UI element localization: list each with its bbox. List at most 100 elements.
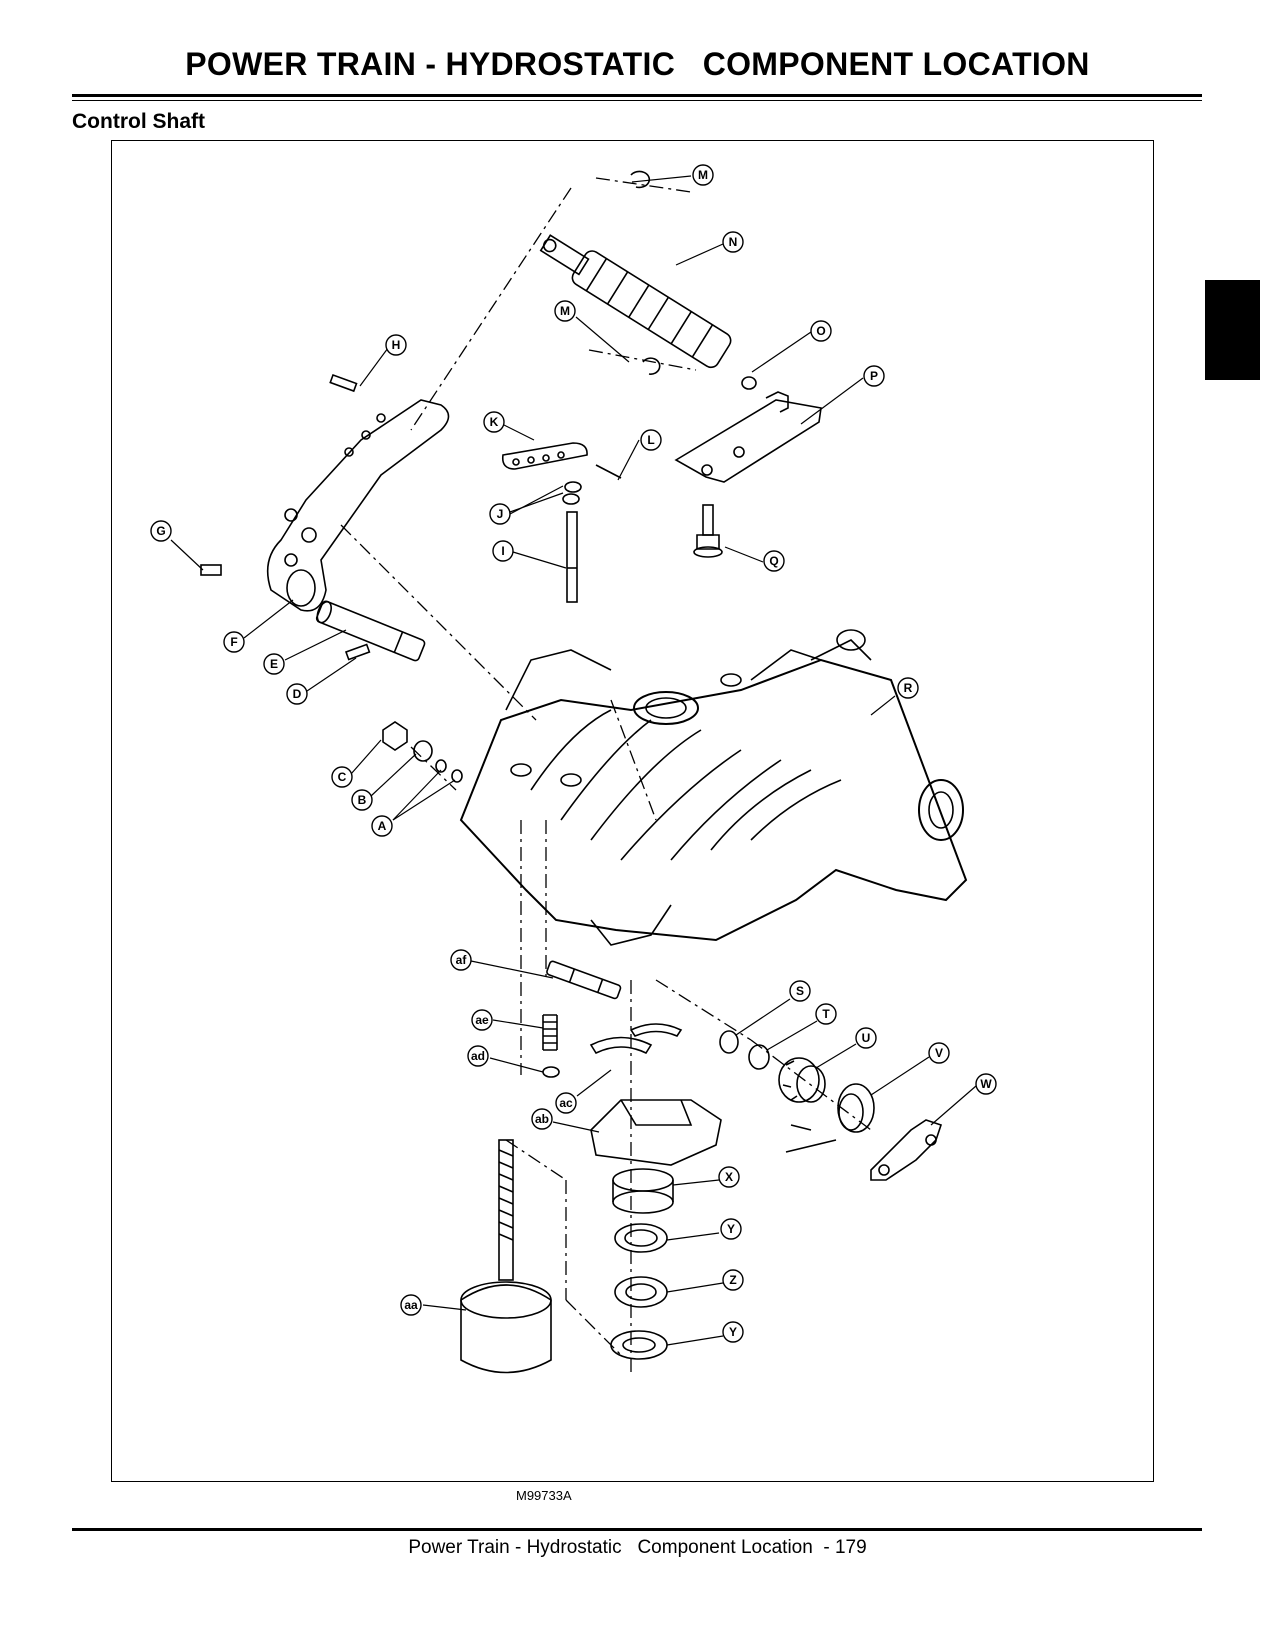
lever-w [870, 1119, 943, 1181]
callout-n: N [722, 231, 744, 253]
svg-text:F: F [230, 635, 237, 649]
callout-w: W [975, 1073, 997, 1095]
washer-b [413, 740, 433, 762]
bolt-q [693, 504, 723, 558]
callout-u: U [855, 1027, 877, 1049]
section-heading: Control Shaft [72, 110, 205, 133]
svg-text:A: A [378, 819, 387, 833]
pin-g [200, 564, 222, 576]
swashplate-ab [590, 1099, 722, 1166]
svg-text:B: B [358, 793, 367, 807]
callout-x: X [718, 1166, 740, 1188]
callout-t: T [815, 1003, 837, 1025]
thrust-bearing-z [614, 1276, 668, 1308]
gear-u [778, 1057, 826, 1103]
svg-text:aa: aa [404, 1298, 418, 1312]
svg-text:ab: ab [535, 1112, 549, 1126]
callout-j: J [489, 503, 511, 525]
o-ring-j1 [564, 481, 582, 493]
svg-text:ae: ae [475, 1013, 489, 1027]
nut-c [382, 721, 408, 751]
washer-y1 [614, 1223, 668, 1253]
callout-b: B [351, 789, 373, 811]
svg-text:L: L [647, 433, 654, 447]
callout-s: S [789, 980, 811, 1002]
pin-h [329, 373, 358, 393]
callout-f: F [223, 631, 245, 653]
callout-r: R [897, 677, 919, 699]
callout-c: C [331, 766, 353, 788]
retaining-ring-s [719, 1030, 739, 1054]
svg-text:O: O [816, 324, 825, 338]
spring-ae [542, 1014, 558, 1051]
callout-y1: Y [720, 1218, 742, 1240]
svg-text:ac: ac [559, 1096, 573, 1110]
seal-f [286, 569, 316, 607]
callout-k: K [483, 411, 505, 433]
callout-g: G [150, 520, 172, 542]
header-rule-thin [72, 100, 1202, 101]
svg-text:Y: Y [729, 1325, 737, 1339]
svg-text:S: S [796, 984, 804, 998]
callout-labels: M N M O P H K L J I Q G F E D R C B A af… [150, 164, 997, 1343]
exploded-parts-diagram: M N M O P H K L J I Q G F E D R C B A af… [150, 164, 997, 1375]
swashplate-bearing-ac [589, 1023, 683, 1055]
figure-id: M99733A [516, 1488, 572, 1503]
o-ring-a2 [451, 769, 463, 783]
header-rule [72, 94, 1202, 97]
washer-o [741, 376, 757, 390]
retaining-ring-ad [542, 1066, 560, 1078]
retaining-ring-top [630, 170, 651, 189]
lever-plate-k [501, 442, 588, 470]
svg-text:ad: ad [471, 1049, 485, 1063]
callout-l: L [640, 429, 662, 451]
svg-text:Q: Q [769, 554, 778, 568]
callout-m2: M [554, 300, 576, 322]
shaft-e [315, 600, 426, 662]
o-ring-j2 [562, 493, 580, 505]
callout-af: af [450, 949, 472, 971]
svg-text:V: V [935, 1046, 943, 1060]
callout-d: D [286, 683, 308, 705]
page-footer: Power Train - Hydrostatic Component Loca… [408, 1537, 867, 1558]
callout-ae: ae [471, 1009, 493, 1031]
page-title: POWER TRAIN - HYDROSTATIC COMPONENT LOCA… [185, 46, 1090, 82]
svg-text:K: K [490, 415, 499, 429]
o-ring-a1 [435, 759, 447, 773]
svg-text:R: R [904, 681, 913, 695]
callout-e: E [263, 653, 285, 675]
shaft-i [566, 511, 578, 603]
svg-text:W: W [980, 1077, 992, 1091]
callout-q: Q [763, 550, 785, 572]
svg-text:J: J [497, 507, 504, 521]
svg-text:Y: Y [727, 1222, 735, 1236]
svg-text:E: E [270, 657, 278, 671]
control-shaft-upper [539, 234, 732, 369]
svg-text:H: H [392, 338, 401, 352]
callout-z: Z [722, 1269, 744, 1291]
svg-text:D: D [293, 687, 302, 701]
callout-i: I [492, 540, 514, 562]
cylinder-block-aa [460, 1139, 552, 1374]
callout-v: V [928, 1042, 950, 1064]
figure-frame [111, 140, 1154, 1482]
svg-text:Z: Z [729, 1273, 736, 1287]
svg-text:X: X [725, 1170, 733, 1184]
callout-ab: ab [531, 1108, 553, 1130]
callout-ac: ac [555, 1092, 577, 1114]
svg-text:G: G [156, 524, 165, 538]
pin-l [595, 464, 622, 479]
footer-rule [72, 1528, 1202, 1531]
callout-m1: M [692, 164, 714, 186]
svg-text:U: U [862, 1031, 871, 1045]
washer-y2 [610, 1330, 668, 1360]
section-tab-marker [1205, 280, 1260, 380]
svg-text:af: af [456, 953, 468, 967]
callout-h: H [385, 334, 407, 356]
callout-y2: Y [722, 1321, 744, 1343]
callout-o: O [810, 320, 832, 342]
callout-p: P [863, 365, 885, 387]
bearing-x [612, 1168, 674, 1214]
washer-t [748, 1044, 770, 1070]
assembly-lines [340, 177, 872, 1375]
